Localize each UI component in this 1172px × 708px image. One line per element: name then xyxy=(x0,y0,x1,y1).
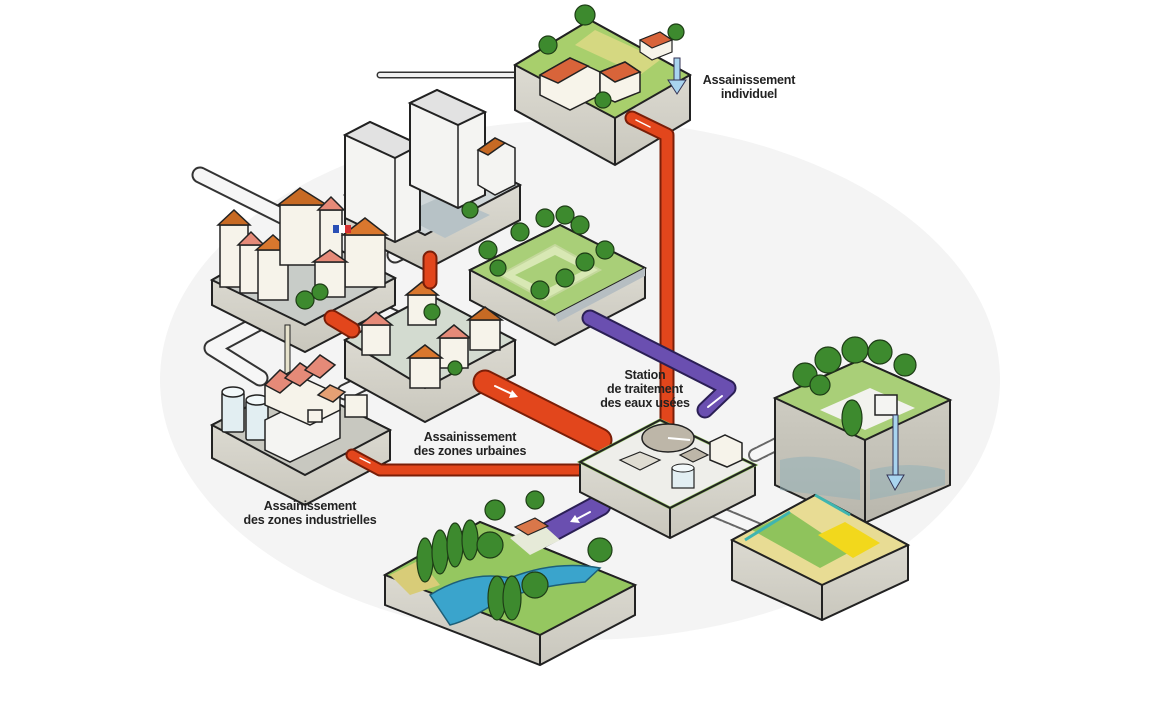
label-urban-sanitation: Assainissement des zones urbaines xyxy=(400,430,540,458)
label-station-line2: de traitement xyxy=(607,382,683,396)
label-industrial-sanitation: Assainissement des zones industrielles xyxy=(235,499,385,527)
block-suburbs xyxy=(342,281,518,424)
label-urban-line1: Assainissement xyxy=(423,430,517,444)
label-individual-line1: Assainissement xyxy=(702,73,796,87)
block-park xyxy=(467,205,648,347)
arrow-down-icon xyxy=(667,57,687,95)
arrow-down-icon xyxy=(635,119,651,128)
label-industrial-line2: des zones industrielles xyxy=(243,513,377,527)
arrow-right-icon xyxy=(359,457,371,464)
arrow-left-icon xyxy=(570,511,591,523)
block-industrial xyxy=(209,324,393,507)
arrow-right-icon xyxy=(494,385,518,398)
label-station-line1: Station xyxy=(624,368,666,382)
block-fields xyxy=(729,493,911,622)
label-individual-sanitation: Assainissement individuel xyxy=(694,73,804,101)
label-industrial-line1: Assainissement xyxy=(263,499,357,513)
arrow-right-icon xyxy=(707,395,723,408)
block-individual xyxy=(512,4,693,167)
block-groundwater xyxy=(772,336,953,527)
label-treatment-station: Station de traitement des eaux usées xyxy=(590,368,700,410)
label-individual-line2: individuel xyxy=(720,87,778,101)
wastewater-pipes xyxy=(323,110,675,477)
label-urban-line2: des zones urbaines xyxy=(413,444,527,458)
block-treatment-station xyxy=(576,418,759,540)
arrow-down-icon xyxy=(886,414,905,492)
block-old-town xyxy=(209,187,398,354)
label-station-line3: des eaux usées xyxy=(600,396,690,410)
block-river xyxy=(382,490,638,667)
block-apartments xyxy=(342,88,523,272)
